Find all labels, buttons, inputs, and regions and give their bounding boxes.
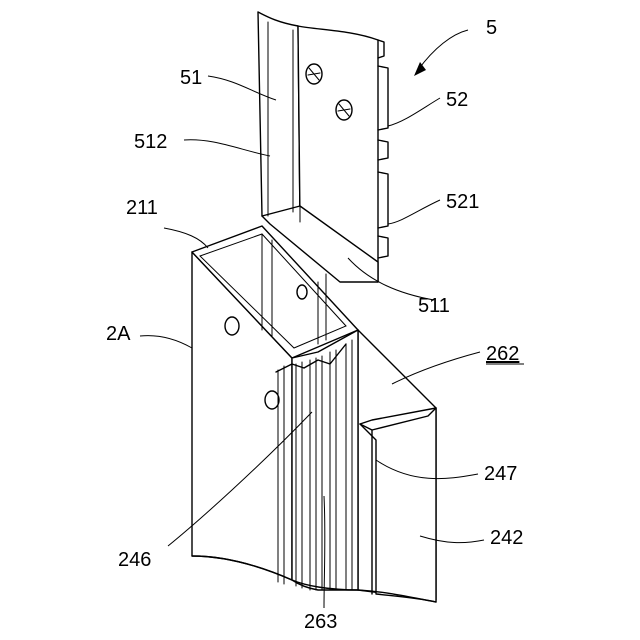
- label-52: 52: [446, 89, 468, 111]
- label-2A: 2A: [106, 323, 131, 345]
- upper-bracket: [258, 12, 388, 282]
- label-263: 263: [304, 611, 337, 633]
- label-246: 246: [118, 549, 151, 571]
- label-5: 5: [486, 17, 497, 39]
- label-512: 512: [134, 131, 167, 153]
- plate-512: [258, 12, 300, 222]
- teeth-52: [378, 40, 388, 258]
- label-511: 511: [418, 295, 450, 317]
- lower-post: [192, 226, 436, 602]
- label-211: 211: [126, 197, 158, 219]
- label-521: 521: [446, 191, 479, 213]
- label-51: 51: [180, 67, 202, 89]
- label-247: 247: [484, 463, 517, 485]
- label-262: 262: [486, 343, 519, 365]
- label-242: 242: [490, 527, 523, 549]
